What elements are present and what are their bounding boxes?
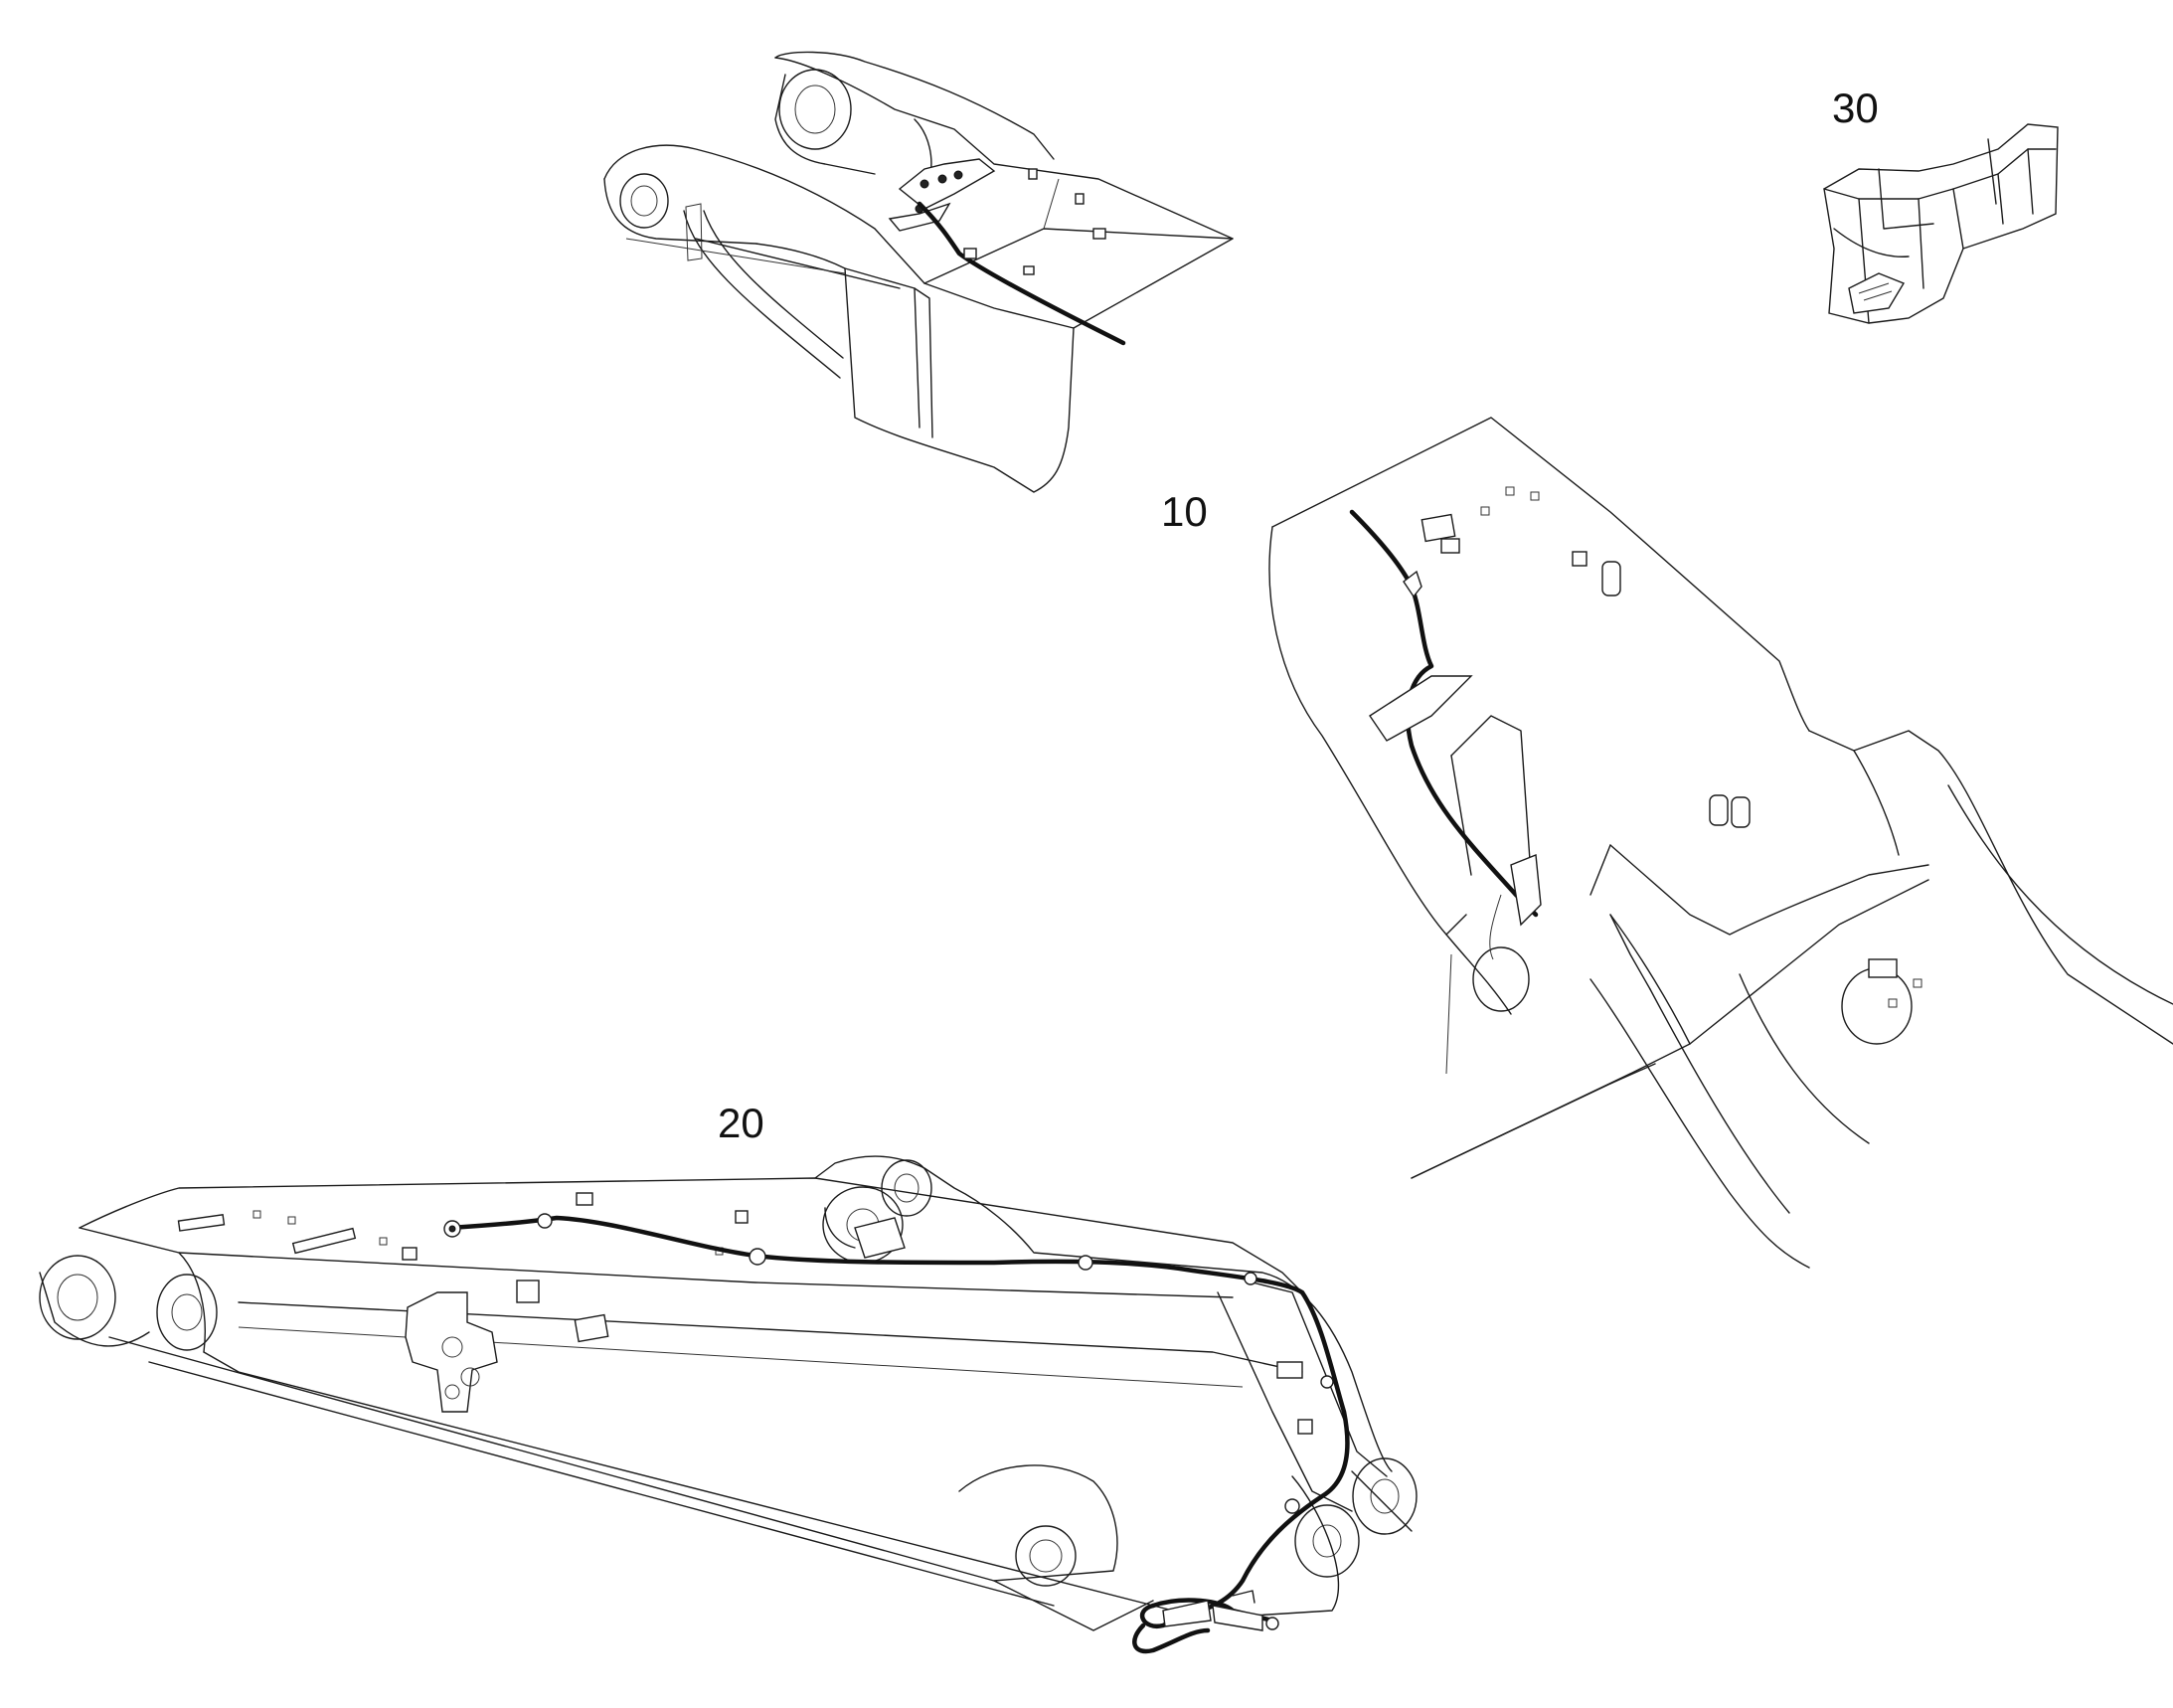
callout-item-20: 20 <box>718 1100 764 1146</box>
boom-assembly-20 <box>39 1155 1418 1654</box>
callout-item-30: 30 <box>1832 85 1879 131</box>
view-outline-lines <box>1411 1063 1656 1179</box>
connector-30 <box>1823 123 2059 324</box>
boom-foot-assembly <box>603 51 1234 493</box>
boom-top-assembly <box>1268 417 2173 1269</box>
callout-item-10: 10 <box>1161 488 1208 535</box>
